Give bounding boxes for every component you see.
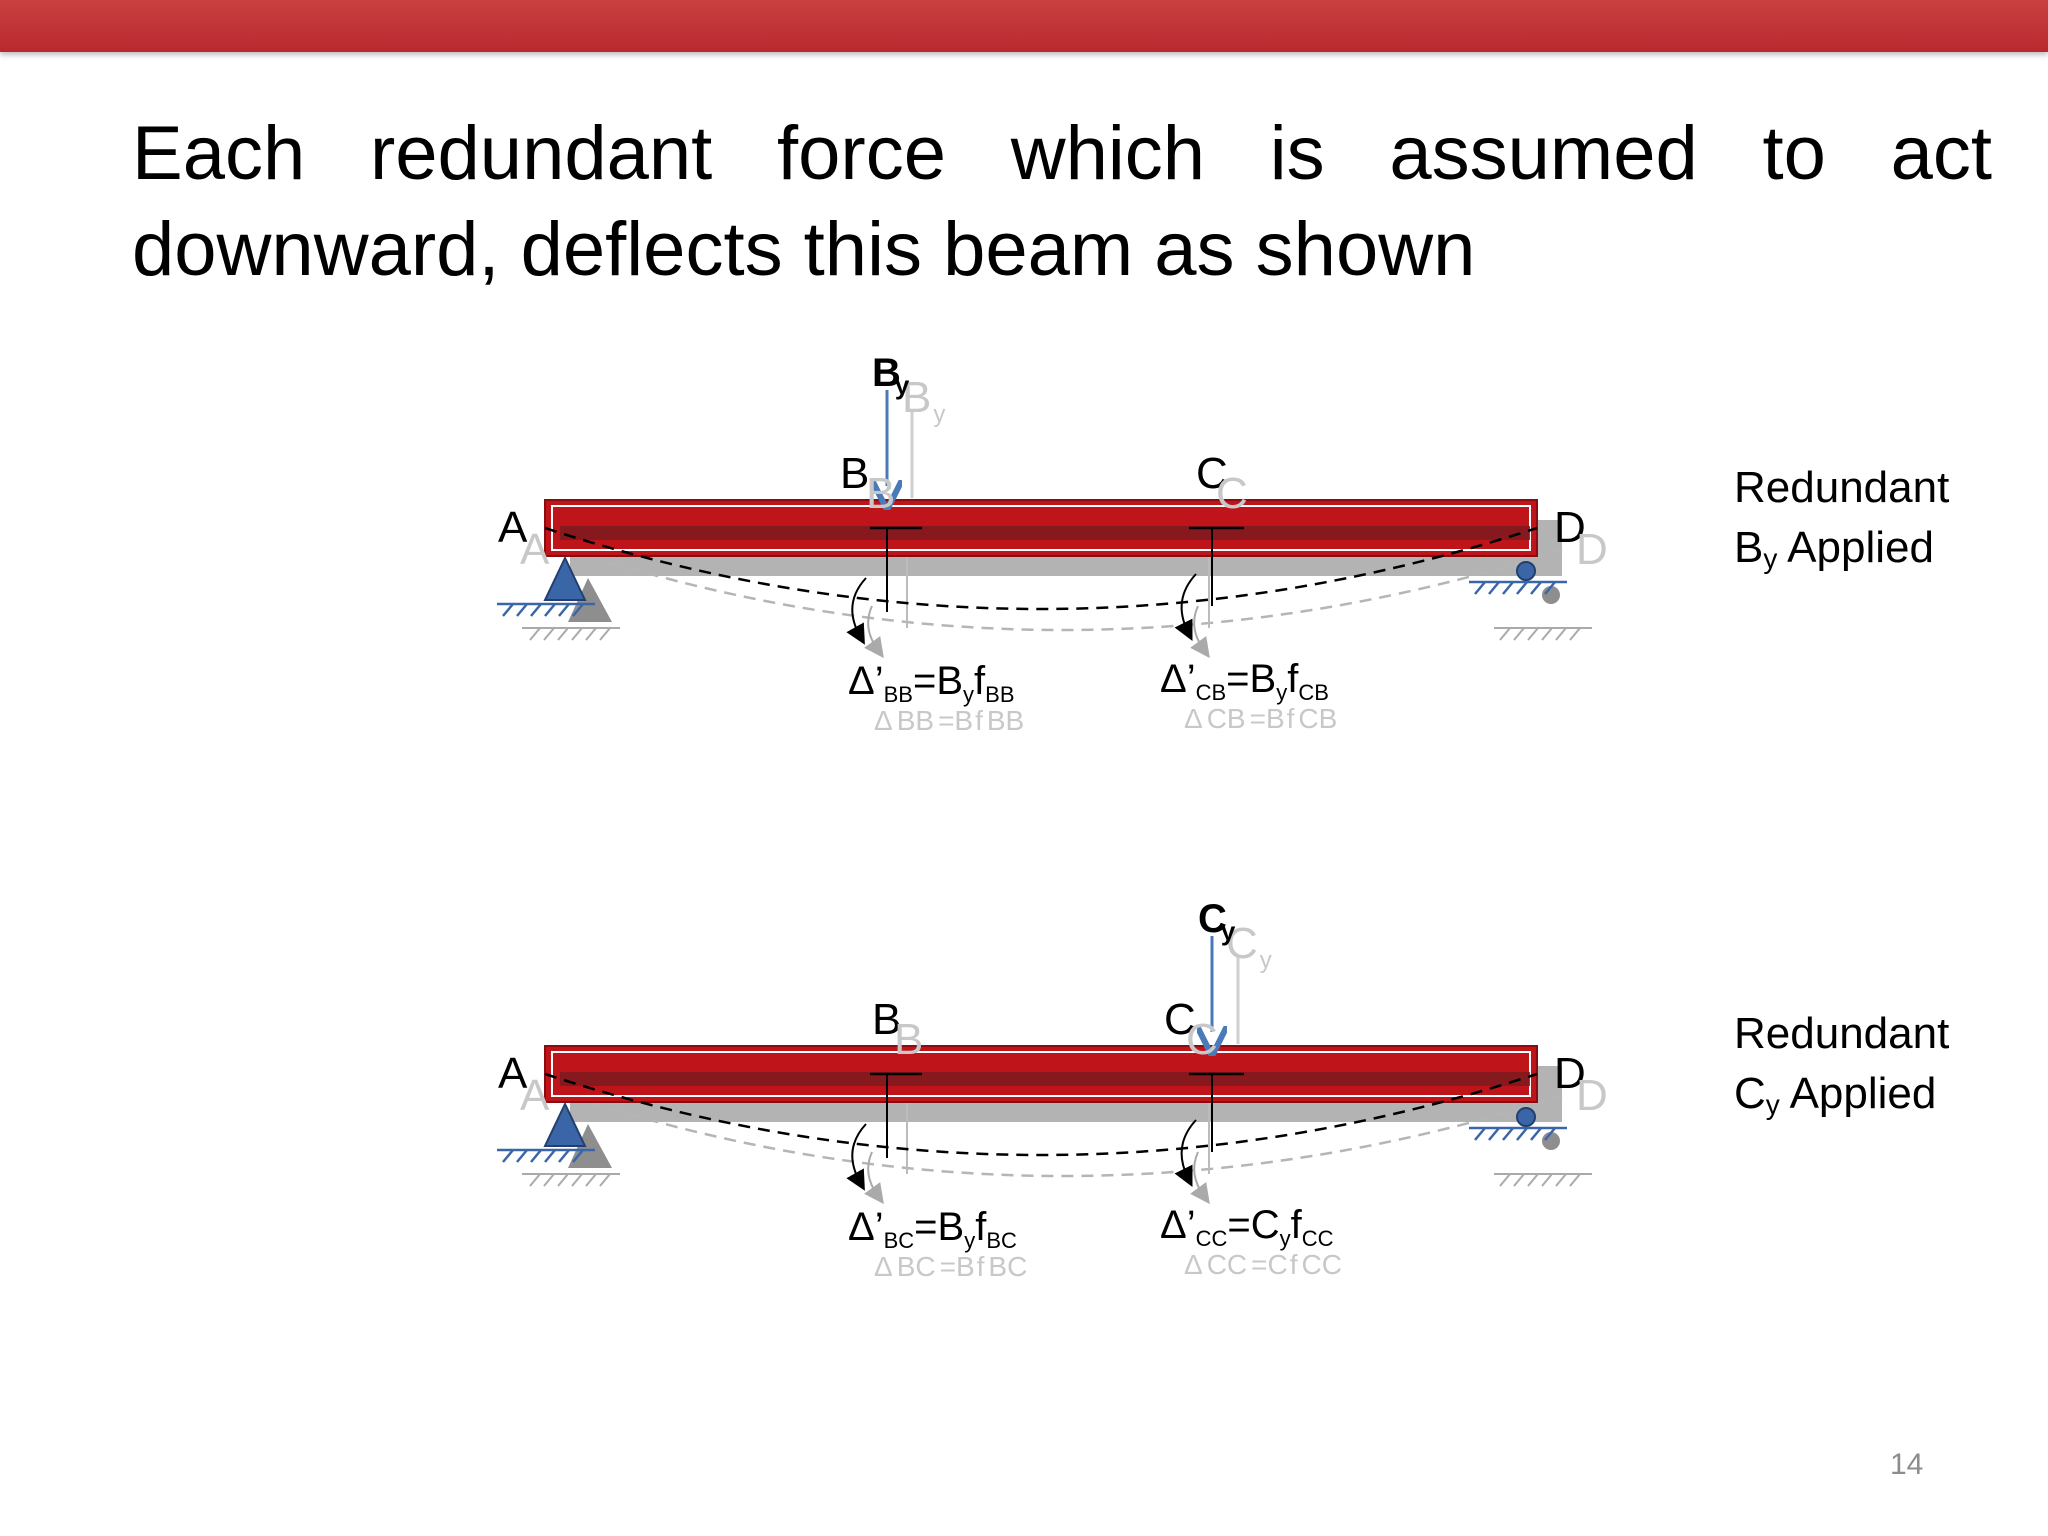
point-c-label: C (1164, 995, 1196, 1044)
point-d-label: D (1554, 503, 1586, 552)
svg-text:Δ’BC=ByfBC: Δ’BC=ByfBC (848, 1205, 1017, 1253)
slide-title: Each redundant force which is assumed to… (132, 111, 1992, 292)
point-b-label: B (872, 995, 901, 1044)
side-note-by: Redundant By Applied (1734, 458, 1949, 589)
force-arrow-2 (1212, 936, 1240, 1044)
point-d-label: D (1554, 1049, 1586, 1098)
svg-text:Δ’CC=CyfCC: Δ’CC=CyfCC (1160, 1203, 1334, 1251)
force-ghost-label: By (902, 373, 945, 428)
page-number: 14 (1890, 1448, 1924, 1481)
side-note-caption: By Applied (1734, 523, 1934, 574)
point-d-ghost: D (1576, 1071, 1608, 1120)
svg-text:Δ’CB=ByfCB: Δ’CB=ByfCB (1160, 657, 1329, 705)
point-d-ghost: D (1576, 525, 1608, 574)
side-note-title: Redundant (1734, 463, 1950, 512)
point-a-label: A (498, 503, 528, 552)
side-note-cy: Redundant Cy Applied (1734, 1004, 1949, 1135)
svg-text:Δ’BB=ByfBB: Δ’BB=ByfBB (848, 659, 1015, 707)
point-a-label: A (498, 1049, 528, 1098)
point-b-ghost: B (866, 469, 895, 518)
side-note-title: Redundant (1734, 1009, 1950, 1058)
force-label: Cy (1198, 897, 1236, 946)
point-b-ghost: B (894, 1015, 923, 1064)
force-label: By (872, 351, 910, 400)
header-bar (0, 0, 2048, 52)
force-arrow-1 (887, 390, 914, 498)
point-a-ghost: A (520, 1071, 550, 1120)
point-b-label: B (840, 449, 869, 498)
point-a-ghost: A (520, 525, 550, 574)
force-ghost-label: Cy (1226, 919, 1272, 974)
side-note-caption: Cy Applied (1734, 1069, 1937, 1120)
point-c-ghost: C (1216, 469, 1248, 518)
point-c-ghost: C (1186, 1015, 1218, 1064)
point-c-label: C (1196, 449, 1228, 498)
